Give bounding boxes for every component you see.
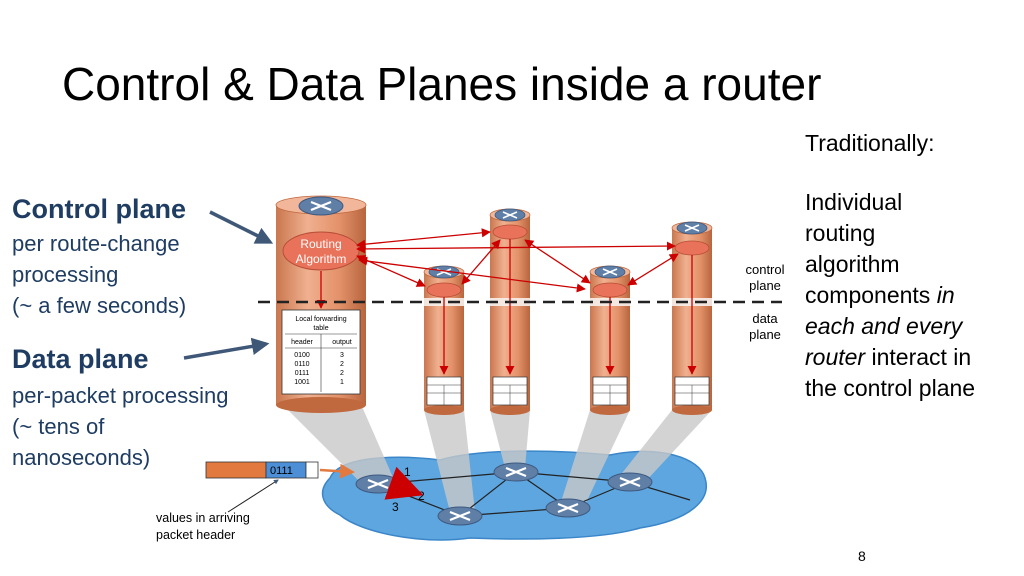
beam (490, 410, 530, 468)
traditionally-line: Individual (805, 189, 903, 215)
data-plane-desc-line: nanoseconds) (12, 445, 151, 470)
fwd-table-output-cell: 3 (340, 352, 344, 359)
beam (615, 410, 712, 482)
small-routers (423, 208, 713, 415)
network-router-icon (492, 461, 540, 483)
router-top-icon (297, 195, 345, 217)
control-plane-label-1: control (745, 262, 784, 277)
data-plane-description: per-packet processing (~ tens of nanosec… (12, 380, 228, 473)
packet-caption-line2: packet header (156, 528, 235, 542)
control-plane-description: per route-change processing (~ a few sec… (12, 228, 186, 321)
traditionally-emphasis: in (936, 282, 955, 308)
slide-title: Control & Data Planes inside a router (62, 58, 822, 110)
data-plane-desc-line: (~ tens of (12, 414, 105, 439)
router-cylinder (489, 208, 531, 415)
traditionally-line: the control plane (805, 375, 976, 401)
packet-header-value: 0111 (270, 465, 293, 477)
fwd-table-output-cell: 2 (340, 370, 344, 377)
routing-module (592, 282, 628, 298)
network-router-icon (354, 473, 402, 495)
traditionally-line: components in (805, 280, 1020, 311)
fwd-table-output-cell: 2 (340, 361, 344, 368)
packet-tail (305, 461, 319, 479)
traditionally-line: router interact in (805, 342, 1020, 373)
fwd-table-title-2: table (313, 325, 328, 332)
beam (280, 402, 395, 482)
fwd-table-title-1: Local forwarding (295, 316, 346, 323)
main-router: Routing Algorithm Local forwarding table… (275, 195, 367, 413)
output-arrow (384, 466, 424, 500)
fwd-table-header-cell: 0110 (294, 361, 309, 368)
caption-pointer (227, 479, 279, 513)
fwd-table-header-cell: 0111 (295, 370, 310, 377)
control-plane-title: Control plane (12, 194, 186, 224)
traditionally-line: algorithm (805, 251, 900, 277)
packet-body (205, 461, 267, 479)
port-label-1: 1 (404, 465, 411, 479)
control-plane-arrows (356, 228, 679, 293)
routing-algorithm-label-1: Routing (300, 237, 341, 251)
traditionally-body: Individual routing algorithm components … (805, 187, 1020, 404)
data-plane-desc-line: per-packet processing (12, 383, 229, 408)
router-top-icon (494, 208, 526, 222)
control-plane-desc-line: per route-change (12, 231, 180, 256)
traditionally-emphasis: each and every (805, 313, 963, 339)
page-number: 8 (858, 548, 866, 564)
port-label-3: 3 (392, 500, 399, 514)
beam (560, 410, 630, 505)
traditionally-emphasis: router (805, 344, 866, 370)
data-plane-label-1: data (752, 311, 778, 326)
network-router-icon (436, 505, 484, 527)
routing-algorithm-label-2: Algorithm (296, 252, 347, 266)
routing-module (426, 282, 462, 298)
router-top-icon (594, 265, 626, 279)
router-top-icon (676, 221, 708, 235)
traditionally-text: interact in (865, 344, 972, 370)
data-plane-title: Data plane (12, 344, 149, 374)
data-plane-pointer (183, 337, 270, 360)
traditionally-heading: Traditionally: (805, 130, 935, 156)
traditionally-line: routing (805, 220, 876, 246)
routing-module (674, 240, 710, 256)
routing-module (492, 224, 528, 240)
control-plane-desc-line: (~ a few seconds) (12, 293, 187, 318)
traditionally-line: each and every (805, 311, 1020, 342)
fwd-table-col-output: output (332, 339, 352, 346)
fwd-table-header-cell: 1001 (294, 379, 310, 386)
fwd-table-header-cell: 0100 (294, 352, 310, 359)
beam (424, 410, 475, 512)
control-plane-label-2: plane (749, 278, 781, 293)
data-plane-label-2: plane (749, 327, 781, 342)
router-cylinder (671, 221, 713, 415)
fwd-table-col-header: header (291, 339, 313, 346)
network-router-icon (544, 497, 592, 519)
traditionally-text: components (805, 282, 937, 308)
router-cylinder (589, 265, 631, 415)
router-cylinder (423, 265, 465, 415)
fwd-table-rows: 0100 3 0110 2 0111 2 1001 1 (294, 352, 344, 386)
packet-arrow (319, 463, 355, 479)
control-plane-desc-line: processing (12, 262, 119, 287)
network-router-icon (606, 471, 654, 493)
packet-caption-line1: values in arriving (156, 511, 250, 525)
control-plane-pointer (209, 210, 274, 244)
fwd-table-output-cell: 1 (340, 379, 344, 386)
